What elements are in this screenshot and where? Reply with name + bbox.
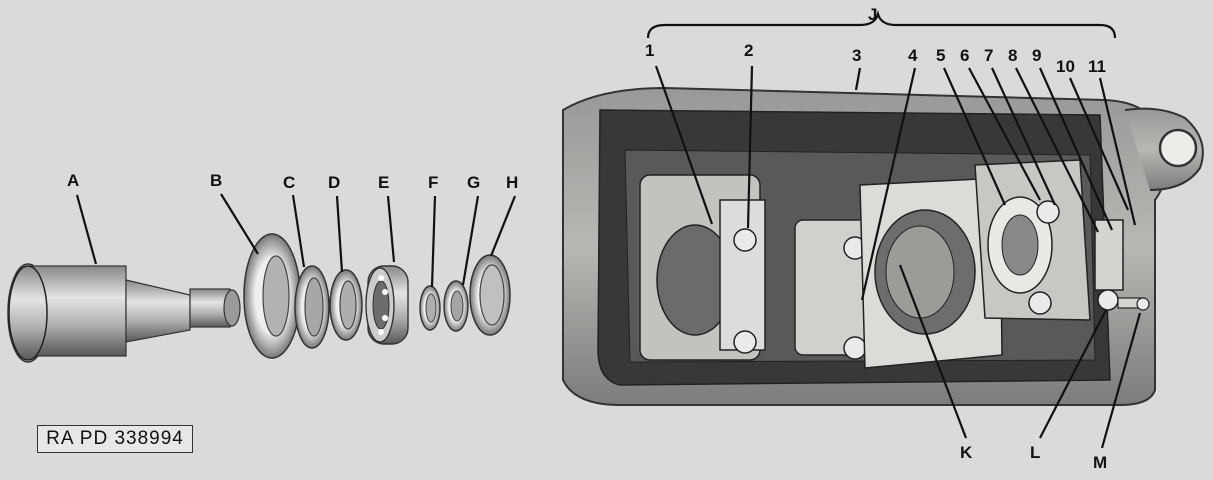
shaft-part-a [7, 263, 241, 363]
callout-1: 1 [645, 41, 654, 60]
callout-b: B [210, 171, 222, 190]
callout-k: K [960, 443, 973, 462]
callout-9: 9 [1032, 46, 1041, 65]
housing-part-j [562, 86, 1204, 406]
callout-h: H [506, 173, 518, 192]
callout-10: 10 [1056, 57, 1075, 76]
callout-g: G [467, 173, 480, 192]
figure-reference-code: RA PD 338994 [37, 425, 193, 453]
callout-6: 6 [960, 46, 969, 65]
callout-3: 3 [852, 46, 861, 65]
nut-part-g [443, 280, 469, 332]
lock-washer-part-f [419, 285, 441, 331]
callout-a: A [67, 171, 79, 190]
callout-f: F [428, 173, 438, 192]
callout-8: 8 [1008, 46, 1017, 65]
callout-d: D [328, 173, 340, 192]
gasket-part-h [469, 254, 511, 336]
callout-4: 4 [908, 46, 918, 65]
callout-j: J [868, 5, 877, 24]
callout-l: L [1030, 443, 1040, 462]
callout-11: 11 [1088, 57, 1106, 76]
callout-labels: A B C D E F G H J 1 2 3 4 5 6 7 8 9 10 1… [67, 5, 1107, 472]
callout-5: 5 [936, 46, 945, 65]
leader-lines [75, 9, 1142, 449]
retainer-part-d [329, 269, 363, 341]
ball-bearing-part-e [365, 265, 409, 345]
seal-part-c [294, 265, 330, 349]
washer-part-b [243, 233, 301, 359]
callout-m: M [1093, 453, 1107, 472]
callout-c: C [283, 173, 295, 192]
callout-7: 7 [984, 46, 993, 65]
callout-2: 2 [744, 41, 753, 60]
callout-e: E [378, 173, 389, 192]
